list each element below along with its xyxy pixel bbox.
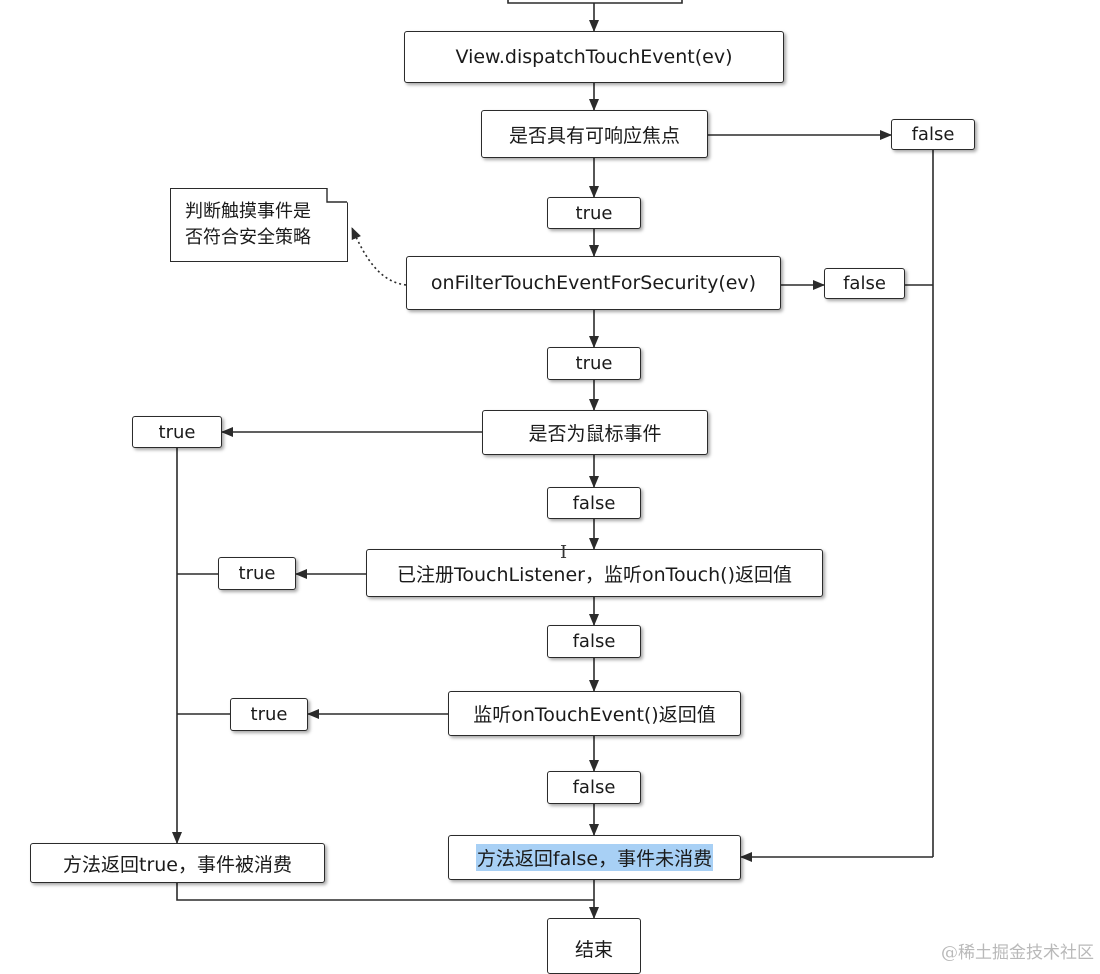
- listener-false-label: false: [572, 631, 616, 652]
- mouse-true-box: true: [132, 416, 222, 448]
- mouse-check-box: 是否为鼠标事件: [482, 410, 708, 455]
- security-false-label: false: [843, 273, 886, 294]
- mouse-check-label: 是否为鼠标事件: [528, 423, 662, 445]
- security-false-box: false: [824, 268, 905, 299]
- listener-true-label: true: [238, 563, 276, 584]
- touch-listener-label: 已注册TouchListener，监听onTouch()返回值: [396, 563, 792, 586]
- focus-false-box: false: [891, 119, 975, 150]
- security-filter-box: onFilterTouchEventForSecurity(ev): [406, 256, 781, 310]
- end-box: 结束: [547, 918, 641, 974]
- return-false-label: 方法返回false，事件未消费: [475, 844, 714, 871]
- note-line-2: 否符合安全策略: [185, 227, 311, 248]
- ontouchevent-false-label: false: [572, 777, 616, 798]
- security-label: onFilterTouchEventForSecurity(ev): [430, 272, 757, 294]
- mouse-false-label: false: [572, 492, 616, 514]
- return-true-box: 方法返回true，事件被消费: [30, 843, 325, 883]
- on-touch-event-label: 监听onTouchEvent()返回值: [473, 704, 716, 726]
- security-true-box: true: [547, 347, 641, 380]
- focus-true-label: true: [575, 202, 613, 224]
- note-line-1: 判断触摸事件是: [185, 201, 311, 222]
- touch-listener-box: 已注册TouchListener，监听onTouch()返回值: [366, 549, 823, 597]
- return-false-box: 方法返回false，事件未消费: [448, 835, 741, 880]
- focus-check-box: 是否具有可响应焦点: [481, 110, 708, 158]
- dispatch-label: View.dispatchTouchEvent(ev): [455, 46, 733, 68]
- focus-check-label: 是否具有可响应焦点: [508, 124, 680, 147]
- return-true-label: 方法返回true，事件被消费: [63, 853, 292, 876]
- note-connector: [351, 227, 407, 286]
- ontouchevent-true-label: true: [250, 704, 288, 725]
- mouse-true-label: true: [158, 421, 196, 443]
- mouse-false-box: false: [547, 487, 641, 519]
- end-label: 结束: [574, 939, 613, 961]
- focus-true-box: true: [547, 197, 641, 229]
- on-touch-event-box: 监听onTouchEvent()返回值: [448, 691, 741, 736]
- dispatch-touch-event-box: View.dispatchTouchEvent(ev): [404, 31, 784, 83]
- top-box-fragment: [507, 0, 683, 4]
- listener-false-box: false: [547, 625, 641, 658]
- note-fold-icon: [326, 188, 347, 203]
- security-note: 判断触摸事件是 否符合安全策略: [170, 188, 348, 262]
- edge-return-true-to-end: [176, 883, 594, 901]
- focus-false-label: false: [911, 124, 955, 145]
- security-true-label: true: [575, 353, 613, 374]
- watermark: @稀土掘金技术社区: [941, 943, 1094, 963]
- ontouchevent-false-box: false: [547, 771, 641, 804]
- listener-true-box: true: [218, 557, 296, 590]
- text-cursor-icon: I: [560, 542, 568, 563]
- ontouchevent-true-box: true: [230, 698, 308, 731]
